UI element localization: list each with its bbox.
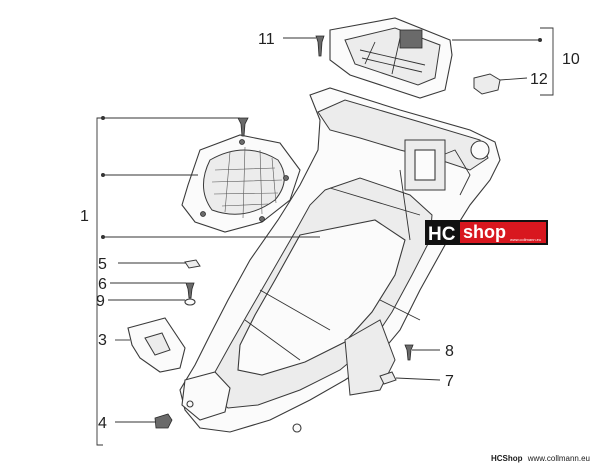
cover-screw-2	[259, 216, 265, 222]
cover-screw-1	[200, 211, 206, 217]
logo-red-bg	[460, 222, 546, 243]
leader-7	[395, 377, 441, 381]
compartment-box-inner	[414, 149, 436, 181]
part-7-clip	[379, 371, 397, 385]
compartment-floor	[237, 219, 406, 376]
hc-shop-logo: HC shop www.collmann.eu	[425, 220, 548, 245]
compartment-cover	[181, 134, 301, 233]
callout-3: 3	[98, 332, 107, 349]
battery-cover-ribs	[359, 37, 426, 75]
callout-numbers: 1 3 4 5 6 7 8 9 10 11 12	[80, 31, 580, 432]
part-3-bracket-slot	[144, 332, 171, 356]
cover-screw-4	[239, 139, 245, 145]
part-9-washer	[184, 298, 196, 306]
callout-5: 5	[98, 256, 107, 273]
part-4-clip	[154, 413, 173, 429]
battery-cover	[329, 17, 453, 99]
callout-7: 7	[445, 373, 454, 390]
callout-10: 10	[562, 51, 580, 68]
part-11-screw	[315, 35, 325, 57]
leader-lines	[96, 27, 554, 446]
leader-12	[499, 77, 528, 81]
compartment-detail-line	[244, 149, 471, 361]
compartment-mount-hole	[292, 423, 302, 433]
footer-credit: HCShop www.collmann.eu	[491, 454, 590, 463]
part-8-screw	[404, 344, 414, 361]
callout-1: 1	[80, 208, 89, 225]
battery-cover-handle	[399, 29, 423, 49]
part-6-screw	[185, 282, 195, 299]
bracket-10	[540, 27, 554, 96]
part-5-nut	[184, 259, 201, 269]
small-parts	[127, 35, 501, 429]
callout-11: 11	[258, 31, 275, 48]
callout-12: 12	[530, 71, 548, 88]
logo-small-text: www.collmann.eu	[510, 237, 541, 242]
compartment-box	[404, 139, 446, 191]
logo-hc-text: HC	[428, 224, 456, 245]
logo-shop-text: shop	[463, 222, 506, 242]
cover-mesh	[211, 146, 283, 219]
callout-9: 9	[96, 293, 105, 310]
callout-4: 4	[98, 415, 107, 432]
compartment-mount-hole-rear	[186, 400, 194, 408]
cover-screw-3	[283, 175, 289, 181]
compartment-knob	[470, 140, 490, 160]
callout-8: 8	[445, 343, 454, 360]
compartment-rear-tab	[181, 371, 231, 421]
footer-brand: HCShop	[490, 454, 523, 463]
callout-6: 6	[98, 276, 107, 293]
part-12-clip	[473, 73, 501, 95]
cover-top-screw	[237, 117, 249, 137]
bracket-1	[96, 117, 103, 446]
footer-url[interactable]: www.collmann.eu	[527, 454, 590, 463]
